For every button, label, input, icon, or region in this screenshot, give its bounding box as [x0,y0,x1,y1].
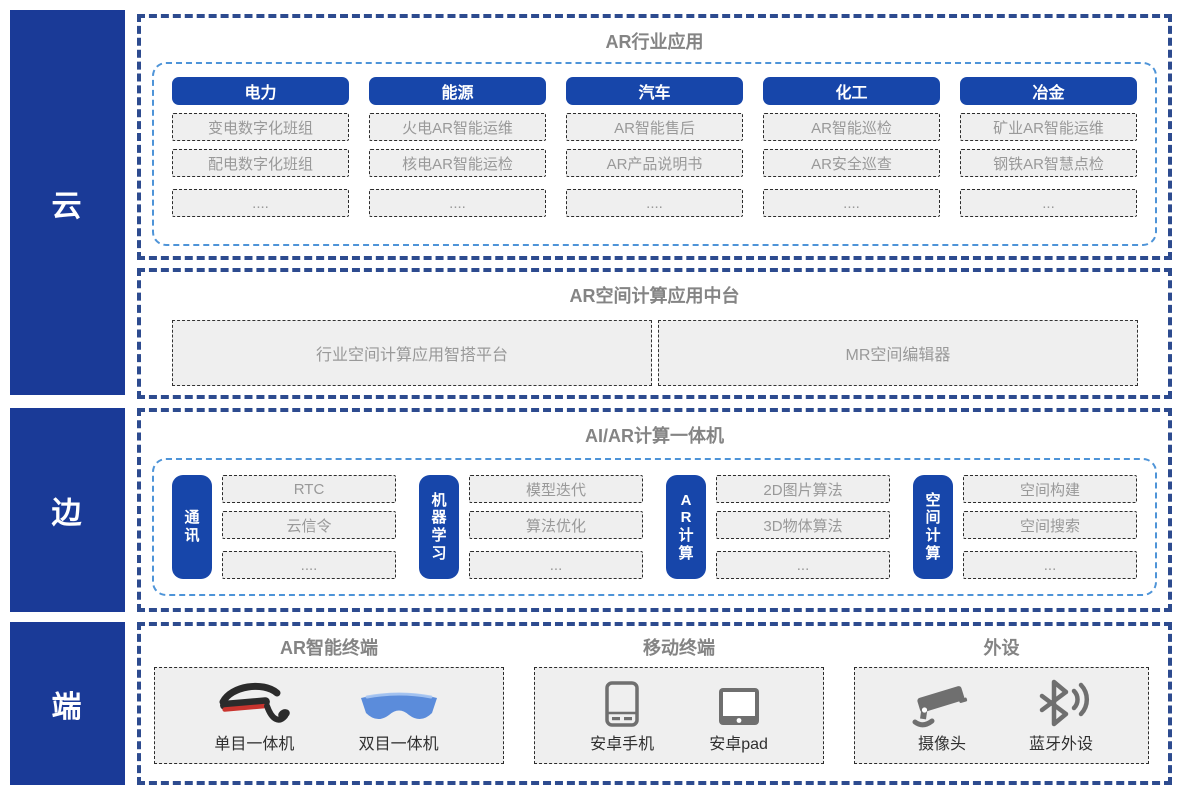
industry-column-automotive: 汽车 AR智能售后 AR产品说明书 .... [566,77,743,231]
industry-header: 电力 [172,77,349,105]
section-title: AR行业应用 [605,32,704,52]
app-item: AR智能巡检 [763,113,940,141]
edge-item: 云信令 [222,511,396,539]
edge-group-header: 机器学习 [419,475,459,579]
edge-group-items: 2D图片算法 3D物体算法 ... [716,475,890,579]
layer-rail-edge: 边 [10,408,125,612]
terminal-group-title: AR智能终端 [280,638,378,658]
app-item: AR安全巡查 [763,149,940,177]
edge-group-spatial-computing: 空间计算 空间构建 空间搜索 ... [913,475,1137,579]
device-label: 摄像头 [917,735,966,753]
cctv-camera-icon [910,678,974,728]
edge-group-header: 通讯 [172,475,212,579]
terminal-group-peripherals: 外设 [854,634,1149,764]
app-item-more: .... [566,189,743,217]
edge-item: 算法优化 [469,511,643,539]
device-bluetooth: 蓝牙外设 [1029,678,1093,754]
app-item: 矿业AR智能运维 [960,113,1137,141]
industry-header: 化工 [763,77,940,105]
terminal-box: 摄像头 蓝牙外设 [854,667,1149,764]
terminal-group-mobile: 移动终端 安卓手机 [534,634,824,764]
device-label: 安卓手机 [590,735,655,753]
industry-column-metallurgy: 冶金 矿业AR智能运维 钢铁AR智慧点检 ... [960,77,1137,231]
app-item: 核电AR智能运检 [369,149,546,177]
android-pad-icon [715,678,763,728]
edge-item: 模型迭代 [469,475,643,503]
android-phone-icon [602,678,642,728]
layer-rail-device: 端 [10,622,125,785]
industry-header: 冶金 [960,77,1137,105]
device-label: 单目一体机 [214,735,295,753]
section-title: AI/AR计算一体机 [585,426,724,446]
edge-item-more: .... [222,551,396,579]
terminal-group-ar-smart: AR智能终端 [154,634,504,764]
edge-group-items: 模型迭代 算法优化 ... [469,475,643,579]
section-ai-ar-computer: AI/AR计算一体机 通讯 RTC 云信令 .... 机器学习 模型迭代 算法优… [137,408,1172,612]
industry-column-energy: 能源 火电AR智能运维 核电AR智能运检 .... [369,77,546,231]
edge-item: 3D物体算法 [716,511,890,539]
section-spatial-computing-platform: AR空间计算应用中台 行业空间计算应用智搭平台 MR空间编辑器 [137,268,1172,399]
layer-rail-cloud: 云 [10,10,125,395]
edge-item-more: ... [716,551,890,579]
app-item: AR产品说明书 [566,149,743,177]
terminal-group-title: 外设 [983,638,1020,658]
terminal-box: 安卓手机 安卓pad [534,667,824,764]
section-terminals: AR智能终端 [137,622,1172,785]
app-item: AR智能售后 [566,113,743,141]
platform-box-mr-editor: MR空间编辑器 [658,320,1138,386]
app-item-more: .... [369,189,546,217]
section-ar-industry-apps: AR行业应用 电力 变电数字化班组 配电数字化班组 .... 能源 火电AR智能… [137,14,1172,260]
industry-header: 汽车 [566,77,743,105]
edge-group-ar-computing: AR计算 2D图片算法 3D物体算法 ... [666,475,890,579]
device-android-pad: 安卓pad [709,678,768,754]
app-item: 钢铁AR智慧点检 [960,149,1137,177]
platform-box-builder: 行业空间计算应用智搭平台 [172,320,652,386]
app-item: 配电数字化班组 [172,149,349,177]
edge-group-items: 空间构建 空间搜索 ... [963,475,1137,579]
device-label: 双目一体机 [358,735,439,753]
edge-item: 空间搜索 [963,511,1137,539]
industry-header: 能源 [369,77,546,105]
edge-groups-container: 通讯 RTC 云信令 .... 机器学习 模型迭代 算法优化 ... AR计算 [152,458,1157,596]
device-label: 安卓pad [709,735,768,753]
app-item-more: .... [172,189,349,217]
section-title: AR空间计算应用中台 [569,286,740,306]
edge-group-communication: 通讯 RTC 云信令 .... [172,475,396,579]
binocular-glasses-icon [354,678,444,728]
terminal-groups: AR智能终端 [141,626,1168,764]
edge-item: 空间构建 [963,475,1137,503]
edge-item: 2D图片算法 [716,475,890,503]
edge-group-header: AR计算 [666,475,706,579]
edge-group-items: RTC 云信令 .... [222,475,396,579]
device-monocular: 单目一体机 [214,678,294,754]
app-item: 火电AR智能运维 [369,113,546,141]
monocular-headset-icon [215,678,293,728]
industry-column-power: 电力 变电数字化班组 配电数字化班组 .... [172,77,349,231]
terminal-box: 单目一体机 双目一体机 [154,667,504,764]
app-item-more: ... [960,189,1137,217]
device-android-phone: 安卓手机 [590,678,654,754]
app-item-more: .... [763,189,940,217]
device-label: 蓝牙外设 [1028,735,1093,753]
edge-item-more: ... [469,551,643,579]
device-camera: 摄像头 [910,678,974,754]
industry-columns-container: 电力 变电数字化班组 配电数字化班组 .... 能源 火电AR智能运维 核电AR… [152,62,1157,246]
industry-column-chemical: 化工 AR智能巡检 AR安全巡查 .... [763,77,940,231]
edge-group-machine-learning: 机器学习 模型迭代 算法优化 ... [419,475,643,579]
edge-item-more: ... [963,551,1137,579]
edge-group-header: 空间计算 [913,475,953,579]
terminal-group-title: 移动终端 [643,638,715,658]
edge-item: RTC [222,475,396,503]
bluetooth-icon [1029,678,1093,728]
device-binocular: 双目一体机 [354,678,444,754]
platform-boxes: 行业空间计算应用智搭平台 MR空间编辑器 [141,320,1168,386]
app-item: 变电数字化班组 [172,113,349,141]
